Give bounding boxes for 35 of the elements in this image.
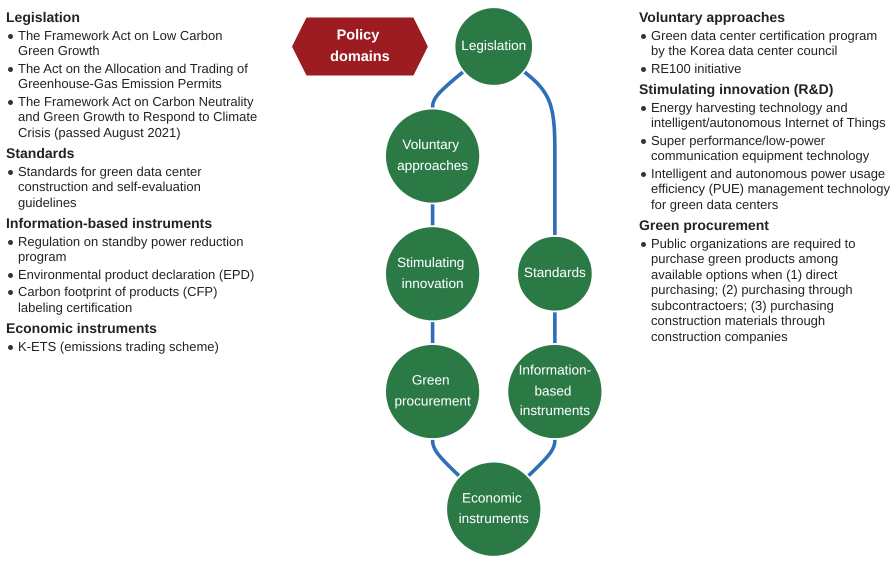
bullet-item: Standards for green data center construction and self-evaluation guidelines [6,164,258,210]
node-circle: Green procurement [384,343,482,440]
section-heading: Information-based instruments [6,216,214,232]
node-circle: Voluntary approaches [384,108,482,204]
bullet-item: Green data center certification program by the Korea data center council [639,28,891,58]
bullet-item: Super performance/low-power communication equipment technology [639,132,891,164]
connector [430,204,434,226]
bullet-item: RE100 initiative [639,60,891,76]
section-heading: Standards [6,146,76,162]
connector [430,70,465,108]
section-heading: Green procurement [639,218,770,234]
section-heading: Legislation [6,10,81,26]
bullet-item: Regulation on standby power reduction program [6,234,258,264]
bullet-item: The Act on the Allocation and Trading of Greenhouse-Gas Emission Permits [6,60,258,92]
bullet-item: K-ETS (emissions trading scheme) [6,338,258,354]
section-heading: Economic instruments [6,321,158,336]
node-circle: Standards [516,235,594,312]
section-heading: Voluntary approaches [639,10,786,26]
node-circle: Legislation [454,6,534,87]
bullet-item: The Framework Act on Low Carbon Green Growth [6,28,258,58]
bullet-item: Public organizations are required to purchase green products among available options when (1) direct purchasing; (2) purchasing through subcontractoers; (3) purchasing construction materials through construction companies [639,236,891,344]
bullet-item: Energy harvesting technology and intelligent/autonomous Internet of Things [639,100,891,130]
node-circle: Information-based instruments [506,343,604,440]
bullet-item: Carbon footprint of products (CFP) labeling certification [6,284,258,315]
connector [522,70,557,236]
bullet-item: Environmental product declaration (EPD) [6,266,258,282]
connector [430,321,434,344]
connector [553,311,557,344]
node-circle: Economic instruments [445,460,542,558]
section-heading: Stimulating innovation (R&D) [639,82,834,98]
bullet-item: The Framework Act on Carbon Neutrality and Green Growth to Respond to Climate Crisis (passed August 2021) [6,94,258,140]
connector [430,439,461,478]
bullet-item: Intelligent and autonomous power usage efficiency (PUE) management technology for green data centers [639,166,891,212]
node-circle: Stimulating innovation [384,225,482,322]
connector [526,439,557,478]
